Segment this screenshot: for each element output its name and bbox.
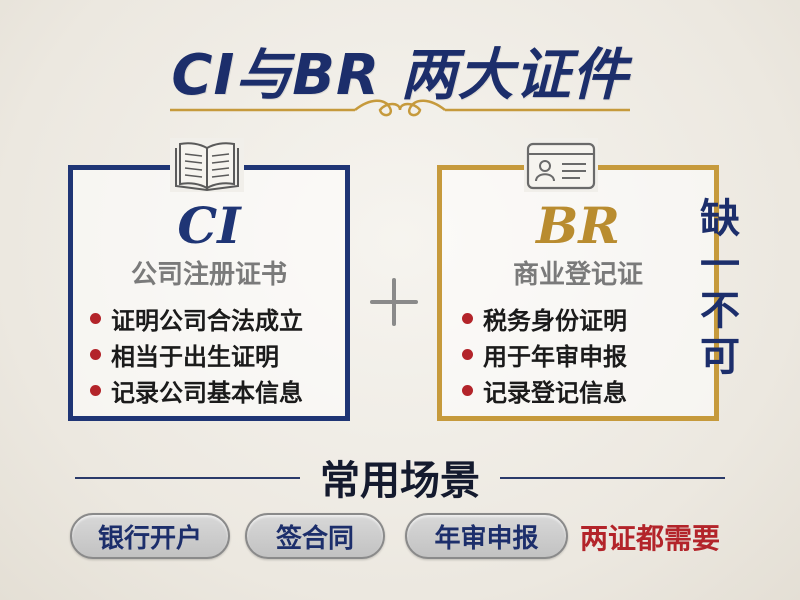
bullet-dot-icon (462, 348, 473, 360)
open-book-icon (170, 138, 244, 192)
both-required-note: 两证都需要 (580, 522, 721, 555)
scenes-title: 常用场景 (320, 458, 480, 504)
divider-left (75, 477, 300, 479)
scene-pill-bank-account: 银行开户 (70, 513, 230, 559)
bullet-dot-icon (462, 312, 473, 324)
ci-abbreviation: CI (177, 196, 241, 255)
list-item: 记录公司基本信息 (90, 372, 360, 408)
title-ornament (170, 99, 630, 117)
divider-right (500, 477, 725, 479)
id-card-icon (524, 138, 598, 192)
list-item: 用于年审申报 (462, 336, 732, 372)
scene-pill-annual-return: 年审申报 (405, 513, 568, 559)
bullet-dot-icon (90, 348, 101, 360)
list-item: 证明公司合法成立 (90, 300, 360, 336)
ci-full-name: 公司注册证书 (130, 260, 287, 290)
bullet-dot-icon (90, 312, 101, 324)
page-title: CI与BR 两大证件 (171, 43, 629, 108)
list-item: 税务身份证明 (462, 300, 732, 336)
br-abbreviation: BR (536, 196, 620, 255)
ci-card (68, 165, 350, 421)
list-item: 相当于出生证明 (90, 336, 360, 372)
br-card (437, 165, 719, 421)
br-points-list: 税务身份证明 用于年审申报 记录登记信息 (462, 300, 732, 408)
scene-pill-sign-contract: 签合同 (245, 513, 385, 559)
list-item: 记录登记信息 (462, 372, 732, 408)
indispensable-note: 缺 一 不 可 (700, 196, 740, 380)
plus-icon (370, 278, 418, 326)
bullet-dot-icon (462, 384, 473, 396)
br-full-name: 商业登记证 (512, 260, 643, 290)
bullet-dot-icon (90, 384, 101, 396)
ci-points-list: 证明公司合法成立 相当于出生证明 记录公司基本信息 (90, 300, 360, 408)
